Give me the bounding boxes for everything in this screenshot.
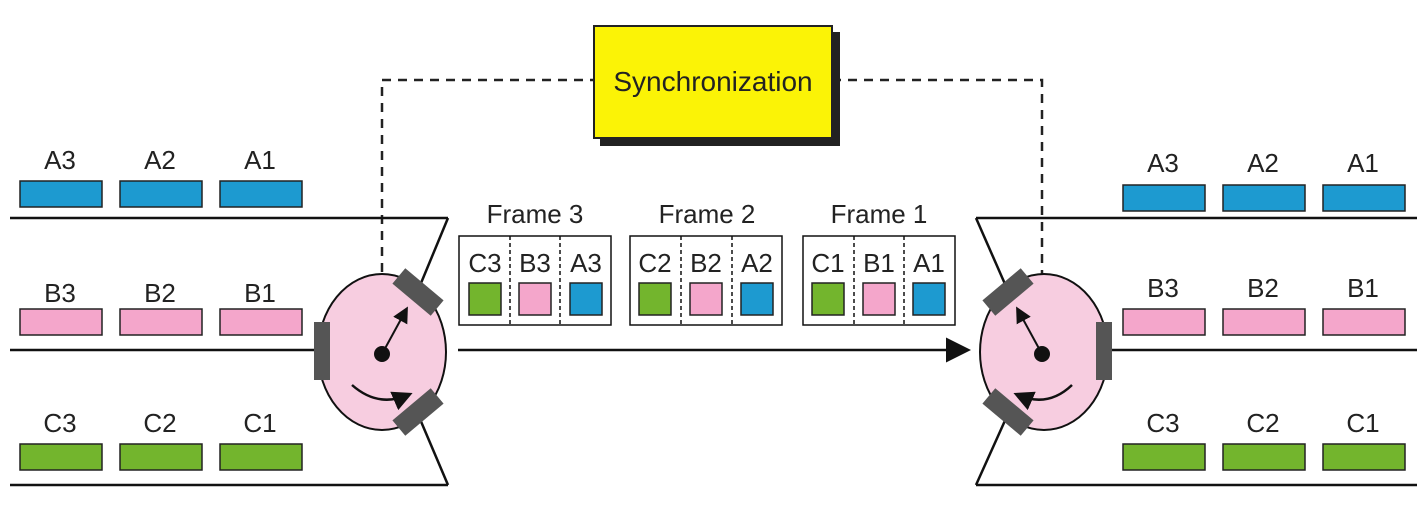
output-b-label-3: B1 bbox=[1347, 273, 1379, 303]
input-b-bar-3 bbox=[219, 308, 303, 336]
frame-1-slot-1-label: C1 bbox=[811, 248, 844, 278]
output-channel-c: C3 C2 C1 bbox=[1122, 408, 1406, 471]
output-channel-b: B3 B2 B1 bbox=[1122, 273, 1406, 336]
frame-2-slot-1-label: C2 bbox=[638, 248, 671, 278]
mux-rotation-arrow bbox=[351, 384, 413, 411]
input-a-bar-3 bbox=[219, 180, 303, 208]
input-c-label-1: C3 bbox=[43, 408, 76, 438]
demux-input-port-top bbox=[982, 268, 1034, 316]
frame-1-slot-2-label: B1 bbox=[863, 248, 895, 278]
frame-1-slot-3 bbox=[912, 282, 946, 316]
output-b-bar-2 bbox=[1222, 308, 1306, 336]
frame-3-slot-3-label: A3 bbox=[570, 248, 602, 278]
frame-2-slot-3 bbox=[740, 282, 774, 316]
input-a-bar-1 bbox=[19, 180, 103, 208]
input-b-label-3: B1 bbox=[244, 278, 276, 308]
mux-pointer bbox=[381, 306, 408, 355]
frame-2: Frame 2 C2 B2 A2 bbox=[629, 199, 783, 326]
frame-3: Frame 3 C3 B3 A3 bbox=[458, 199, 612, 326]
mux-output-port-bottom bbox=[392, 388, 444, 436]
input-channel-c: C3 C2 C1 bbox=[19, 408, 303, 471]
output-c-bar-3 bbox=[1322, 443, 1406, 471]
output-c-bar-1 bbox=[1122, 443, 1206, 471]
frame-2-slot-2 bbox=[689, 282, 723, 316]
demultiplexer bbox=[979, 268, 1112, 436]
output-a-label-1: A3 bbox=[1147, 148, 1179, 178]
input-c-label-2: C2 bbox=[143, 408, 176, 438]
frame-3-slot-1 bbox=[468, 282, 502, 316]
output-a-bar-3 bbox=[1322, 184, 1406, 212]
input-channel-a: A3 A2 A1 bbox=[19, 145, 303, 208]
sync-link-left bbox=[380, 78, 594, 352]
input-c-bar-1 bbox=[19, 443, 103, 471]
output-a-label-3: A1 bbox=[1347, 148, 1379, 178]
frame-2-slot-3-label: A2 bbox=[741, 248, 773, 278]
output-c-label-3: C1 bbox=[1346, 408, 1379, 438]
output-c-label-1: C3 bbox=[1146, 408, 1179, 438]
mux-output-port-top bbox=[392, 268, 444, 316]
frame-1-slot-3-label: A1 bbox=[913, 248, 945, 278]
output-c-label-2: C2 bbox=[1246, 408, 1279, 438]
output-channel-a: A3 A2 A1 bbox=[1122, 148, 1406, 212]
output-b-label-2: B2 bbox=[1247, 273, 1279, 303]
frame-3-slot-3 bbox=[569, 282, 603, 316]
sync-label: Synchronization bbox=[613, 66, 812, 97]
input-a-label-2: A2 bbox=[144, 145, 176, 175]
input-a-bar-2 bbox=[119, 180, 203, 208]
output-a-bar-2 bbox=[1222, 184, 1306, 212]
output-b-bar-3 bbox=[1322, 308, 1406, 336]
input-c-label-3: C1 bbox=[243, 408, 276, 438]
output-b-bar-1 bbox=[1122, 308, 1206, 336]
frame-1-title: Frame 1 bbox=[831, 199, 928, 229]
input-b-bar-2 bbox=[119, 308, 203, 336]
multiplexer bbox=[314, 268, 447, 436]
frame-3-slot-2-label: B3 bbox=[519, 248, 551, 278]
sync-link-right bbox=[832, 78, 1044, 352]
frame-3-slot-1-label: C3 bbox=[468, 248, 501, 278]
output-a-label-2: A2 bbox=[1247, 148, 1279, 178]
demux-rotation-arrow bbox=[1013, 384, 1073, 411]
frame-2-title: Frame 2 bbox=[659, 199, 756, 229]
demux-input-port-bottom bbox=[982, 388, 1034, 436]
output-c-bar-2 bbox=[1222, 443, 1306, 471]
input-c-bar-3 bbox=[219, 443, 303, 471]
output-b-label-1: B3 bbox=[1147, 273, 1179, 303]
input-channel-b: B3 B2 B1 bbox=[19, 278, 303, 336]
frame-3-title: Frame 3 bbox=[487, 199, 584, 229]
demux-pointer bbox=[1016, 306, 1043, 355]
input-a-label-3: A1 bbox=[244, 145, 276, 175]
frame-1-slot-2 bbox=[862, 282, 896, 316]
input-b-label-2: B2 bbox=[144, 278, 176, 308]
input-b-bar-1 bbox=[19, 308, 103, 336]
frame-2-slot-2-label: B2 bbox=[690, 248, 722, 278]
input-c-bar-2 bbox=[119, 443, 203, 471]
demux-output-port bbox=[1096, 322, 1112, 380]
mux-input-port bbox=[314, 322, 330, 380]
input-b-label-1: B3 bbox=[44, 278, 76, 308]
frame-2-slot-1 bbox=[638, 282, 672, 316]
sync-box bbox=[593, 25, 833, 139]
input-a-label-1: A3 bbox=[44, 145, 76, 175]
frame-1: Frame 1 C1 B1 A1 bbox=[802, 199, 956, 326]
frame-3-slot-2 bbox=[518, 282, 552, 316]
output-a-bar-1 bbox=[1122, 184, 1206, 212]
frame-1-slot-1 bbox=[811, 282, 845, 316]
